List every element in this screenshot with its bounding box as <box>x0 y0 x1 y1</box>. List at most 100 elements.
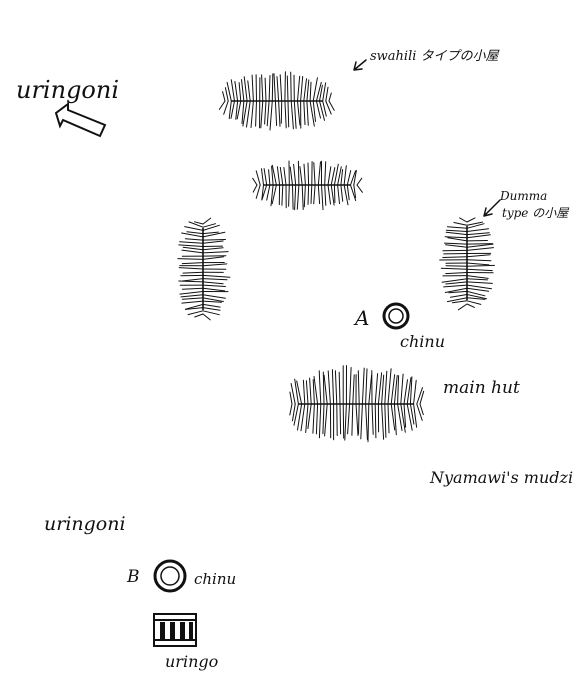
thatch-stroke <box>356 177 363 186</box>
thatch-stroke <box>340 184 344 202</box>
thatch-stroke <box>202 284 226 287</box>
thatch-stroke <box>466 223 485 229</box>
thatch-stroke <box>457 303 468 311</box>
thatch-stroke <box>466 243 494 248</box>
chinu-a-ring <box>382 302 410 330</box>
thatch-stroke <box>264 100 267 125</box>
thatch-stroke <box>419 403 424 416</box>
thatch-stroke <box>328 92 332 102</box>
thatch-stroke <box>343 184 349 206</box>
thatch-stroke <box>270 184 274 207</box>
thatch-stroke <box>230 100 235 119</box>
thatch-stroke <box>312 403 315 434</box>
thatch-stroke <box>202 294 226 299</box>
thatch-stroke <box>315 100 321 119</box>
thatch-stroke <box>333 184 336 203</box>
thatch-stroke <box>181 297 204 300</box>
thatch-stroke <box>347 403 351 435</box>
swahili-hut-note: swahili タイプの小屋 <box>370 49 501 64</box>
thatch-stroke <box>315 403 319 435</box>
thatch-stroke <box>339 403 342 435</box>
thatch-stroke <box>300 76 304 102</box>
thatch-stroke <box>355 403 359 436</box>
thatch-stroke <box>179 291 204 295</box>
thatch-stroke <box>276 76 280 102</box>
thatch-stroke <box>337 184 340 205</box>
thatch-stroke <box>334 370 338 405</box>
thatch-stroke <box>234 81 239 102</box>
thatch-stroke <box>466 297 486 300</box>
thatch-stroke <box>178 244 204 247</box>
thatch-stroke <box>202 307 221 311</box>
homestead-label: Nyamawi's mudzi <box>429 468 573 487</box>
marker-a: A <box>353 306 369 330</box>
thatch-stroke <box>403 379 408 405</box>
thatch-stroke <box>406 403 413 431</box>
thatch-stroke <box>181 287 204 290</box>
thatch-stroke <box>230 79 235 102</box>
thatch-stroke <box>324 403 328 437</box>
thatch-stroke <box>182 271 204 274</box>
thatch-stroke <box>445 244 468 248</box>
thatch-stroke <box>351 403 354 436</box>
thatch-stroke <box>178 280 204 283</box>
thatch-stroke <box>271 184 277 205</box>
thatch-stroke <box>296 184 300 210</box>
thatch-stroke <box>202 287 226 292</box>
thatch-stroke <box>202 313 211 321</box>
uringo-label: uringo <box>165 652 218 671</box>
thatch-stroke <box>303 78 307 102</box>
thatch-stroke <box>202 217 212 225</box>
thatch-stroke <box>361 367 365 405</box>
thatch-stroke <box>226 81 232 102</box>
dumma-hut <box>439 217 495 311</box>
thatch-stroke <box>266 100 270 127</box>
thatch-stroke <box>312 77 318 102</box>
thatch-stroke <box>294 184 297 211</box>
thatch-stroke <box>273 73 276 102</box>
uringo-structure <box>153 613 197 647</box>
thatch-stroke <box>330 184 335 206</box>
thatch-stroke <box>309 377 312 405</box>
thatch-stroke <box>307 184 310 205</box>
thatch-stroke <box>247 80 251 102</box>
uringoni-label-top: uringoni <box>16 76 119 104</box>
thatch-stroke <box>202 240 224 244</box>
thatch-stroke <box>292 403 296 422</box>
chinu-b-inner <box>160 566 180 586</box>
thatch-stroke <box>323 374 328 405</box>
thatch-stroke <box>393 375 398 405</box>
thatch-stroke <box>325 100 332 115</box>
thatch-stroke <box>260 100 264 129</box>
thatch-stroke <box>251 74 254 102</box>
thatch-stroke <box>261 74 264 102</box>
thatch-stroke <box>444 236 468 239</box>
main-hut-label: main hut <box>443 378 520 398</box>
thatch-stroke <box>269 100 273 131</box>
thatch-stroke <box>290 71 292 102</box>
thatch-stroke <box>442 256 468 258</box>
thatch-stroke <box>292 184 294 210</box>
thatch-stroke <box>443 284 468 288</box>
thatch-stroke <box>202 251 229 254</box>
thatch-stroke <box>297 100 301 126</box>
thatch-stroke <box>466 278 488 281</box>
thatch-stroke <box>445 265 468 267</box>
thatch-stroke <box>228 100 232 120</box>
thatch-stroke <box>312 100 316 122</box>
thatch-stroke <box>283 167 287 186</box>
thatch-stroke <box>235 100 239 120</box>
thatch-stroke <box>246 100 251 128</box>
thatch-stroke <box>466 287 490 292</box>
swahili-pointer-arrow-icon <box>353 59 367 71</box>
thatch-stroke <box>344 403 347 441</box>
thatch-stroke <box>466 290 486 297</box>
thatch-stroke <box>313 162 316 186</box>
thatch-stroke <box>202 274 231 278</box>
thatch-stroke <box>271 165 274 186</box>
thatch-stroke <box>324 161 327 186</box>
thatch-stroke <box>266 184 271 201</box>
thatch-stroke <box>313 376 319 405</box>
thatch-stroke <box>352 374 355 405</box>
thatch-stroke <box>202 231 226 238</box>
